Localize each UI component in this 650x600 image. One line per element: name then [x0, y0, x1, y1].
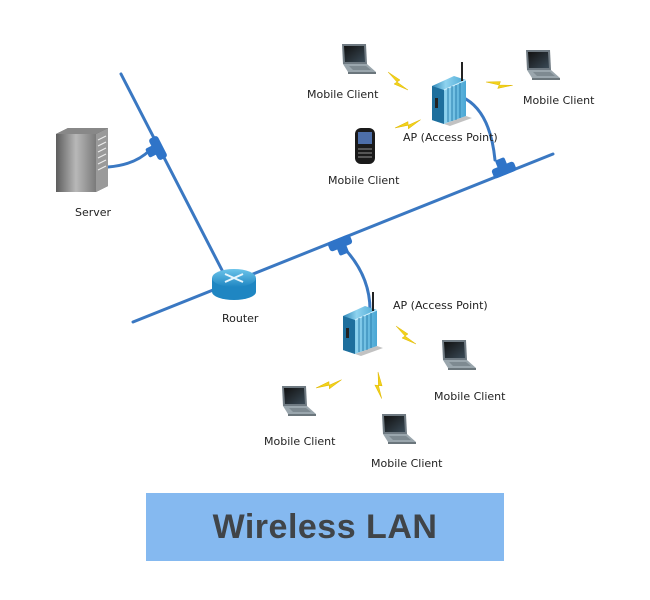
- wireless-signal-icon: [315, 370, 342, 398]
- laptop-icon: [382, 414, 416, 444]
- server-drop-cable: [106, 148, 152, 169]
- wireless-signal-icon: [395, 325, 417, 345]
- server-tower-icon: [56, 128, 108, 192]
- client-label: Mobile Client: [264, 435, 336, 448]
- ap-top-label: AP (Access Point): [403, 131, 498, 144]
- router-label: Router: [222, 312, 259, 325]
- ap-top-drop-cable: [460, 95, 497, 162]
- laptop-icon: [526, 50, 560, 80]
- laptop-icon: [342, 44, 376, 74]
- ap-bottom-drop-cable: [341, 245, 372, 312]
- client-label: Mobile Client: [328, 174, 400, 187]
- router-icon: [212, 269, 256, 300]
- wireless-signal-icon: [485, 70, 513, 97]
- title-banner: Wireless LAN: [146, 493, 504, 561]
- cables: [106, 72, 555, 324]
- client-label: Mobile Client: [307, 88, 379, 101]
- wireless-signal-icon: [387, 71, 409, 91]
- wireless-signal-icon: [366, 371, 394, 399]
- client-label: Mobile Client: [523, 94, 595, 107]
- diagram-title: Wireless LAN: [212, 507, 438, 546]
- access-point-bottom-icon: [342, 291, 384, 357]
- tee-connector-ap-top: [488, 154, 517, 180]
- access-point-top-icon: [431, 61, 473, 127]
- laptop-icon: [282, 386, 316, 416]
- backbone-vertical-cable: [119, 72, 226, 276]
- client-label: Mobile Client: [371, 457, 443, 470]
- smartphone-icon: [355, 128, 375, 164]
- laptop-icon: [442, 340, 476, 370]
- ap-bottom-label: AP (Access Point): [393, 299, 488, 312]
- server-label: Server: [75, 206, 112, 219]
- client-label: Mobile Client: [434, 390, 506, 403]
